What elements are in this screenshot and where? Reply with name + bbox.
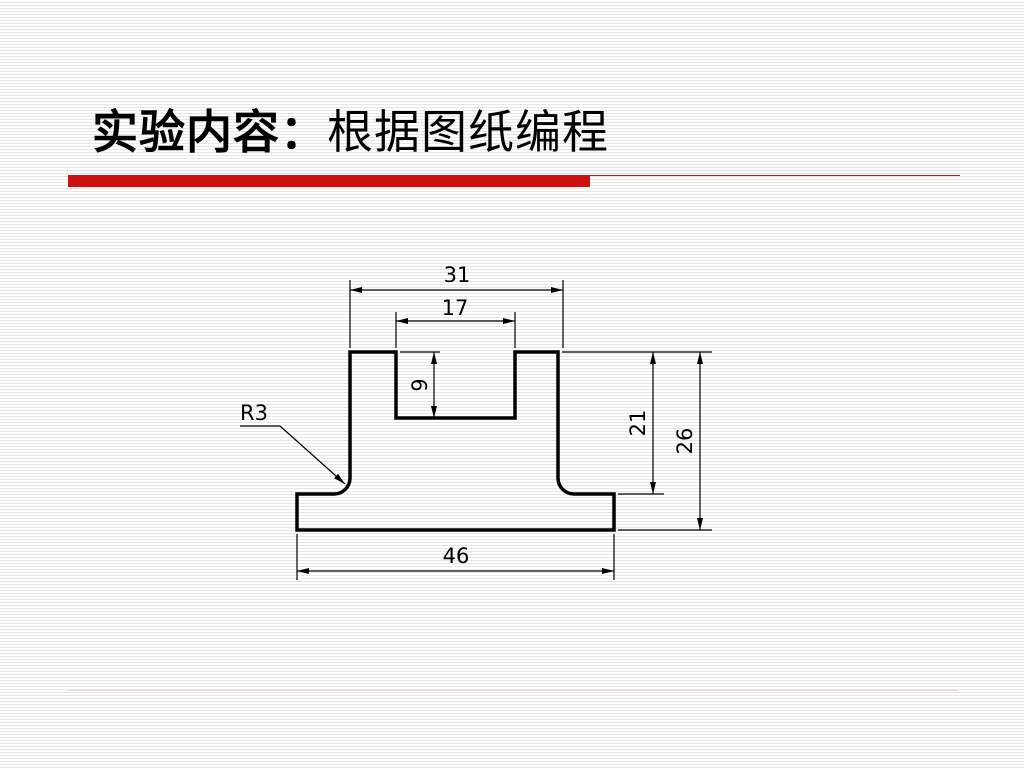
slide-title-rest: 根据图纸编程	[327, 105, 609, 159]
dim-label-31: 31	[444, 263, 471, 287]
title-underline-thick	[68, 175, 590, 187]
dim-label-17: 17	[442, 296, 469, 320]
dimension-lines	[240, 287, 703, 574]
dim-label-46: 46	[443, 544, 470, 568]
part-outline	[295, 350, 616, 532]
title-underline-thin	[590, 175, 960, 176]
slide-title-bold: 实验内容：	[92, 105, 327, 159]
footer-divider	[68, 690, 958, 691]
dim-label-21: 21	[626, 410, 650, 437]
dim-label-r3: R3	[240, 401, 268, 425]
fillet-leader	[240, 425, 346, 485]
dim-label-9: 9	[408, 378, 432, 391]
dim-label-26: 26	[673, 428, 697, 455]
slide-title: 实验内容：根据图纸编程	[92, 96, 609, 162]
